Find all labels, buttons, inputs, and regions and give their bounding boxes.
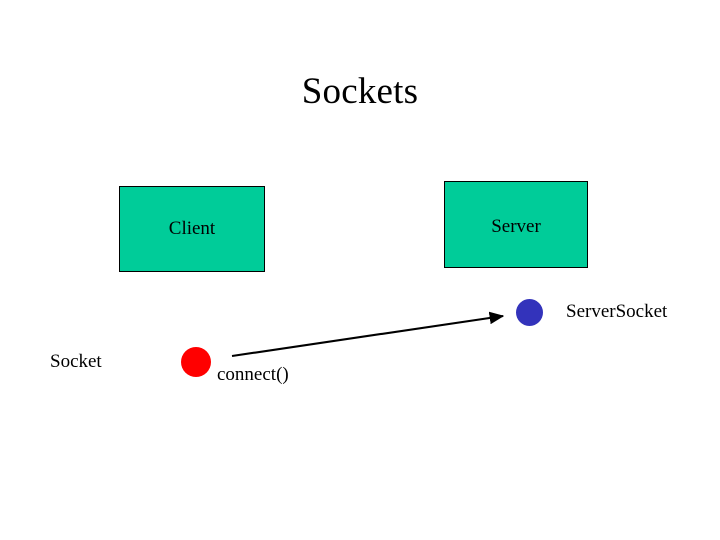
socket-endpoint-dot: [181, 347, 211, 377]
client-node-box: Client: [119, 186, 265, 272]
serversocket-endpoint-dot: [516, 299, 543, 326]
serversocket-endpoint-label: ServerSocket: [566, 301, 668, 322]
server-node-label: Server: [491, 216, 541, 237]
connect-method-label: connect(): [217, 364, 289, 385]
page-title: Sockets: [301, 71, 419, 112]
socket-endpoint-label: Socket: [50, 351, 102, 372]
server-node-box: Server: [444, 181, 588, 268]
client-node-label: Client: [168, 218, 216, 239]
